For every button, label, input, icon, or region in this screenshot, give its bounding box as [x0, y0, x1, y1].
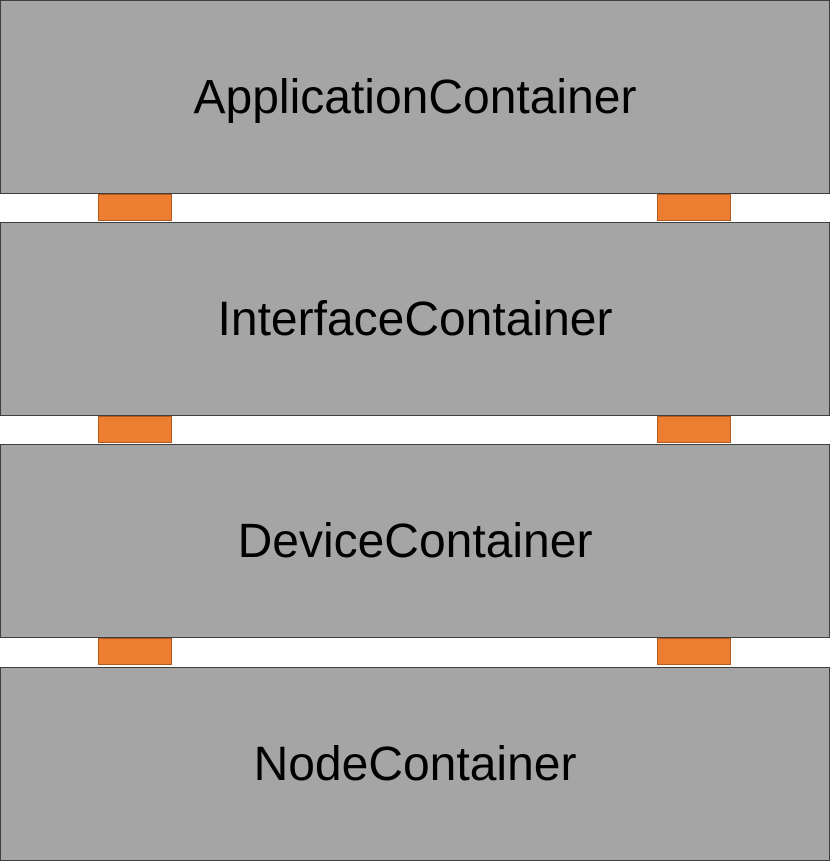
application-container-layer: ApplicationContainer	[0, 0, 830, 194]
device-container-label: DeviceContainer	[237, 514, 593, 568]
interface-container-label: InterfaceContainer	[217, 292, 613, 346]
interface-container-layer: InterfaceContainer	[0, 222, 830, 416]
connector-right-3	[657, 638, 731, 665]
device-container-layer: DeviceContainer	[0, 444, 830, 638]
connector-right-1	[657, 194, 731, 221]
connector-left-1	[98, 194, 172, 221]
node-container-label: NodeContainer	[253, 737, 577, 791]
node-container-layer: NodeContainer	[0, 667, 830, 861]
connector-left-3	[98, 638, 172, 665]
connector-left-2	[98, 416, 172, 443]
application-container-label: ApplicationContainer	[193, 70, 637, 124]
connector-right-2	[657, 416, 731, 443]
